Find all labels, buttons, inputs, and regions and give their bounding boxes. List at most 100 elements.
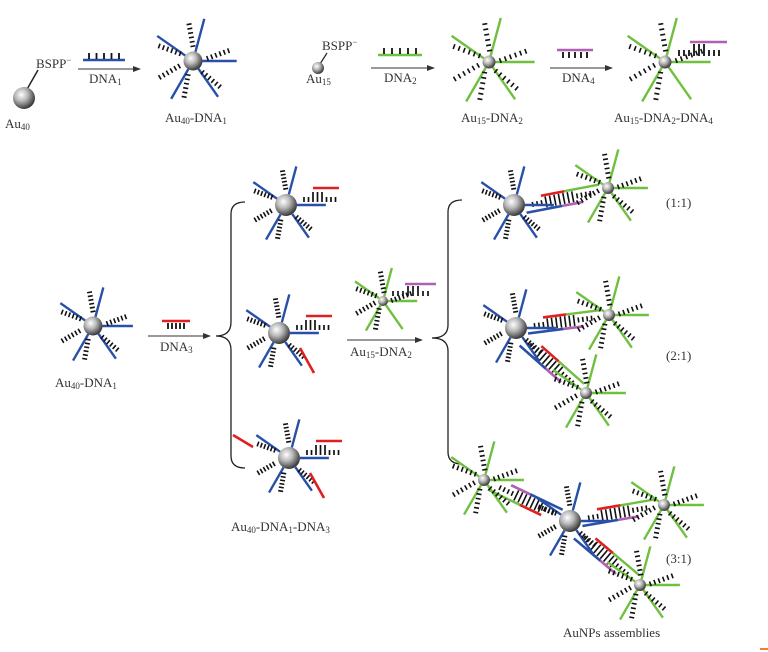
base-mark [503, 236, 509, 240]
gold-nanoparticle [378, 296, 388, 306]
dna-strand [588, 319, 608, 351]
base-mark [496, 208, 501, 214]
base-pair [525, 495, 532, 507]
dna-strand [626, 34, 661, 60]
base-mark [510, 82, 515, 88]
base-mark [355, 286, 359, 292]
base-mark [300, 470, 305, 475]
base-mark [632, 597, 638, 601]
base-mark [489, 336, 494, 342]
base-mark [272, 297, 279, 301]
base-mark [575, 384, 579, 390]
base-mark [379, 283, 386, 286]
base-mark [169, 68, 174, 74]
base-mark [258, 338, 263, 344]
base-mark [507, 345, 513, 349]
au15-sphere [312, 62, 324, 74]
base-mark [653, 579, 657, 585]
dna-strand [486, 484, 508, 514]
base-mark [605, 171, 611, 175]
base-mark [249, 317, 253, 323]
base-mark [472, 51, 476, 57]
base-pair [613, 507, 618, 519]
base-mark [182, 91, 188, 94]
base-mark [482, 71, 488, 74]
base-mark [482, 22, 488, 26]
au40-dna1-label-2: Au40-DNA1 [55, 375, 117, 391]
dna-strand [170, 68, 190, 100]
base-mark [469, 469, 473, 476]
base-mark [603, 285, 610, 288]
base-mark [524, 337, 529, 343]
base-mark [468, 482, 472, 488]
base-mark [598, 306, 602, 312]
base-mark [635, 514, 640, 520]
base-pair [600, 509, 604, 522]
base-mark [259, 321, 263, 327]
base-mark [630, 607, 636, 610]
base-mark [86, 291, 93, 294]
base-mark [494, 193, 498, 199]
base-pair [498, 485, 502, 491]
base-mark [643, 590, 649, 596]
base-mark [456, 465, 460, 471]
base-pair [618, 506, 622, 519]
base-mark [583, 376, 589, 380]
base-mark [120, 315, 124, 321]
base-mark [510, 469, 514, 476]
base-mark [362, 306, 366, 312]
dna-strand [482, 304, 508, 323]
base-mark [87, 294, 93, 298]
base-pair [537, 501, 544, 513]
base-mark [483, 28, 489, 31]
base-mark [279, 169, 286, 173]
base-mark [501, 75, 507, 81]
base-mark [629, 208, 635, 214]
base-mark [359, 287, 363, 293]
base-mark [574, 393, 578, 399]
base-pair [542, 321, 545, 328]
base-mark [372, 327, 379, 330]
base-mark [484, 189, 488, 195]
base-mark [276, 315, 282, 318]
base-mark [505, 356, 511, 359]
base-mark [466, 68, 471, 74]
base-mark [674, 57, 678, 64]
base-mark [472, 480, 476, 486]
base-mark [355, 310, 359, 316]
base-mark [256, 441, 260, 447]
dna-strand [565, 397, 585, 429]
base-mark [480, 81, 486, 85]
base-mark [297, 217, 302, 222]
base-mark [679, 56, 684, 62]
base-mark [278, 489, 284, 493]
base-mark [589, 398, 595, 404]
base-mark [643, 509, 648, 516]
base-mark [654, 599, 660, 605]
gold-nanoparticle [658, 55, 672, 69]
base-mark [575, 171, 580, 177]
base-mark [268, 208, 273, 214]
base-mark [266, 445, 270, 451]
base-mark [625, 181, 629, 187]
free-dna4-strand [557, 48, 593, 58]
dna-strand [384, 304, 404, 330]
base-mark [599, 205, 605, 208]
arrow-dna1: DNA1 [78, 53, 141, 87]
base-mark [652, 62, 657, 68]
dna-strand [252, 181, 278, 200]
base-mark [67, 334, 72, 340]
base-mark [611, 193, 617, 199]
base-mark [593, 401, 598, 407]
base-mark [187, 27, 193, 30]
base-mark [268, 364, 274, 368]
base-mark [256, 215, 261, 221]
base-mark [540, 531, 545, 537]
base-mark [178, 51, 182, 57]
base-mark [643, 49, 647, 55]
dna3-strand [542, 313, 567, 319]
base-mark [276, 226, 283, 229]
dna-strand [643, 509, 663, 541]
base-mark [593, 177, 597, 184]
base-mark [505, 471, 510, 477]
